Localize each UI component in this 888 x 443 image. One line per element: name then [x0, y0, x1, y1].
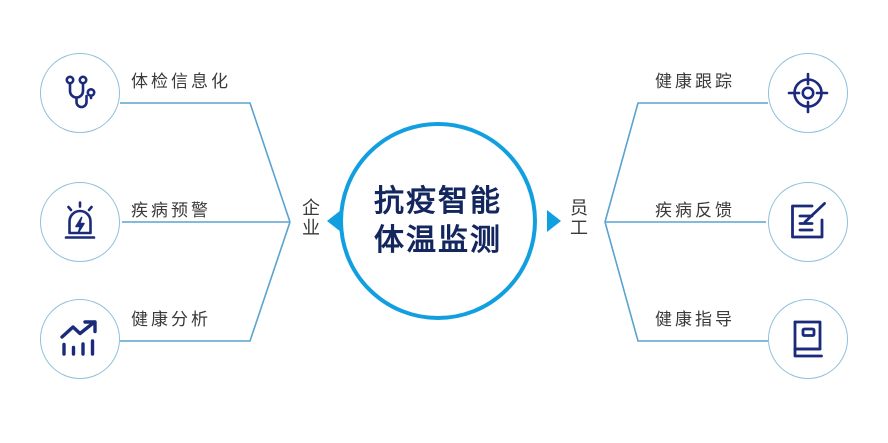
node-label-5: 健康指导: [655, 310, 735, 329]
node-icon-stethoscope[interactable]: [40, 53, 120, 133]
connector-label-enterprise-char2: 业: [302, 218, 320, 239]
node-icon-growth-chart[interactable]: [40, 299, 120, 379]
stethoscope-icon: [57, 70, 103, 116]
target-crosshair-icon: [785, 70, 831, 116]
center-title: 抗疫智能 体温监测: [339, 122, 537, 320]
growth-chart-icon: [57, 316, 103, 362]
center-title-line1: 抗疫智能: [374, 185, 502, 218]
node-icon-edit-document[interactable]: [768, 182, 848, 262]
connector-label-employee: 员 工: [568, 198, 590, 238]
edit-document-icon: [785, 199, 831, 245]
arrow-right-icon: [547, 210, 561, 232]
node-label-1: 疾病预警: [131, 201, 211, 220]
node-label-3: 健康跟踪: [655, 72, 735, 91]
node-label-2: 健康分析: [131, 310, 211, 329]
center-circle: [339, 122, 537, 320]
node-icon-alarm[interactable]: [40, 182, 120, 262]
connector-label-employee-char1: 员: [570, 198, 588, 218]
connector-label-enterprise: 企 业: [300, 198, 322, 238]
node-icon-book[interactable]: [768, 299, 848, 379]
connector-label-enterprise-char1: 企: [302, 198, 320, 218]
center-title-line2: 体温监测: [374, 224, 502, 257]
node-label-0: 体检信息化: [131, 72, 231, 91]
book-icon: [785, 316, 831, 362]
node-icon-target[interactable]: [768, 53, 848, 133]
node-label-4: 疾病反馈: [655, 201, 735, 220]
connector-label-employee-char2: 工: [570, 218, 588, 239]
arrow-left-icon: [327, 210, 341, 232]
alarm-siren-icon: [57, 199, 103, 245]
